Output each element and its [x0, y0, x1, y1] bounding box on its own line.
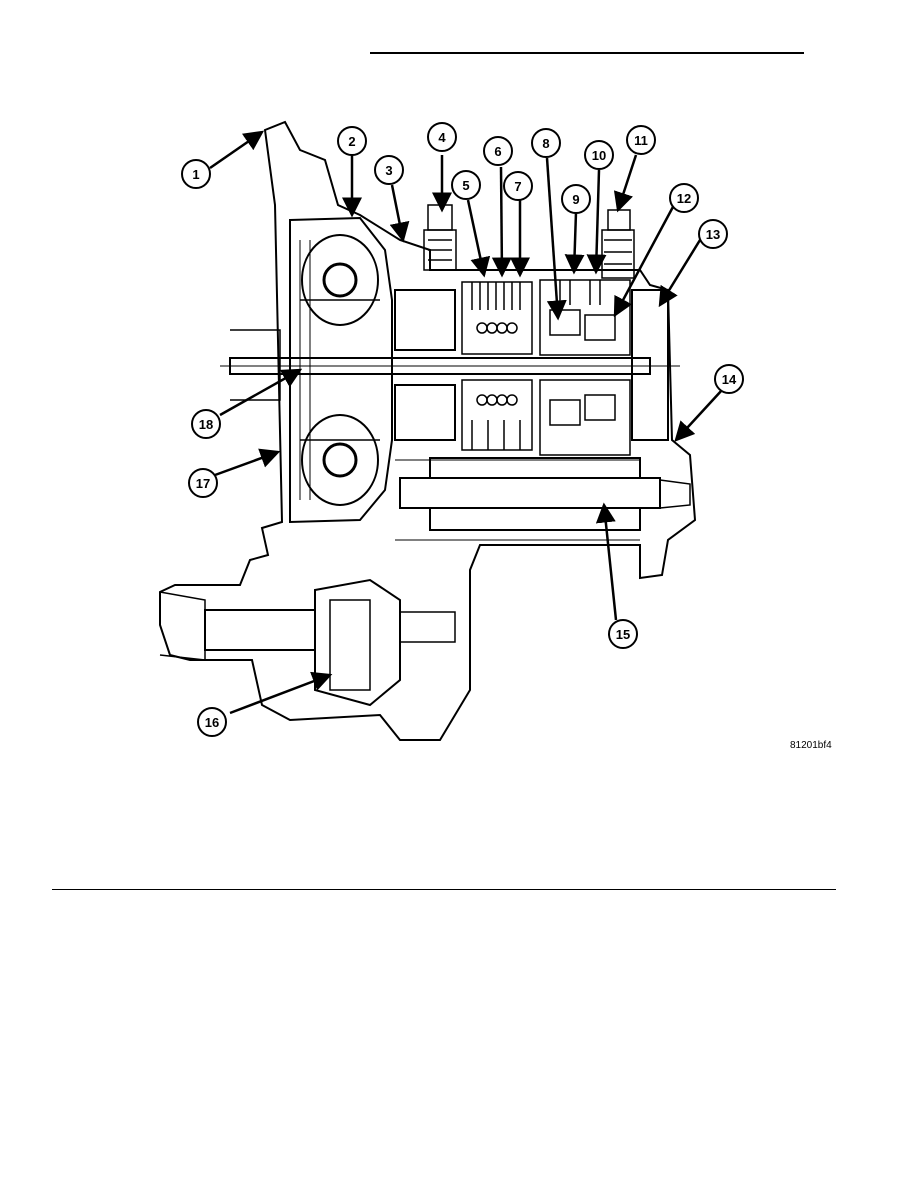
callout-13	[698, 219, 728, 249]
callout-label-9: 9	[572, 192, 579, 207]
output-speed-sensor	[601, 209, 635, 279]
oil-pump	[394, 289, 456, 351]
turbine-upper	[301, 234, 379, 326]
differential	[159, 578, 456, 707]
callout-10	[584, 140, 614, 170]
callout-label-6: 6	[494, 144, 501, 159]
callout-5	[451, 170, 481, 200]
callout-label-13: 13	[706, 227, 720, 242]
callout-label-7: 7	[514, 179, 521, 194]
callout-label-5: 5	[462, 178, 469, 193]
callout-label-1: 1	[192, 167, 199, 182]
planetary-gearset	[539, 279, 631, 456]
clutch-pack-upper	[461, 281, 533, 355]
section-rule	[52, 889, 836, 890]
callout-18	[191, 409, 221, 439]
callout-label-14: 14	[722, 372, 737, 387]
callout-label-4: 4	[438, 130, 446, 145]
callout-labels: 1 2 3 4 5 6 7 8 9 10 11 12 13 14 15 16 1…	[192, 130, 737, 730]
clutch-pack-lower	[461, 379, 533, 451]
turbine-lower	[301, 414, 379, 506]
callout-leaders	[209, 130, 723, 715]
callout-1	[181, 159, 211, 189]
callout-label-3: 3	[385, 163, 392, 178]
callout-label-10: 10	[592, 148, 606, 163]
callout-4	[427, 122, 457, 152]
torque-converter	[289, 216, 393, 524]
callout-label-15: 15	[616, 627, 630, 642]
converter-housing	[159, 120, 697, 741]
callout-label-17: 17	[196, 476, 210, 491]
callout-label-16: 16	[205, 715, 219, 730]
callout-7	[503, 171, 533, 201]
callout-17	[188, 468, 218, 498]
callout-8	[531, 128, 561, 158]
callout-label-12: 12	[677, 191, 691, 206]
callout-markers	[181, 122, 744, 737]
callout-15	[608, 619, 638, 649]
callout-12	[669, 183, 699, 213]
callout-9	[561, 184, 591, 214]
rear-cover	[631, 289, 669, 441]
callout-label-18: 18	[199, 417, 213, 432]
callout-label-2: 2	[348, 134, 355, 149]
figure-id: 81201bf4	[790, 740, 832, 751]
input-speed-sensor	[423, 204, 457, 271]
header-rule	[370, 52, 804, 54]
callout-label-8: 8	[542, 136, 549, 151]
callout-2	[337, 126, 367, 156]
callout-14	[714, 364, 744, 394]
callout-3	[374, 155, 404, 185]
callout-label-11: 11	[634, 133, 648, 148]
transfer-shaft	[399, 477, 661, 509]
callout-6	[483, 136, 513, 166]
callout-16	[197, 707, 227, 737]
callout-11	[626, 125, 656, 155]
transaxle-body	[159, 120, 697, 741]
